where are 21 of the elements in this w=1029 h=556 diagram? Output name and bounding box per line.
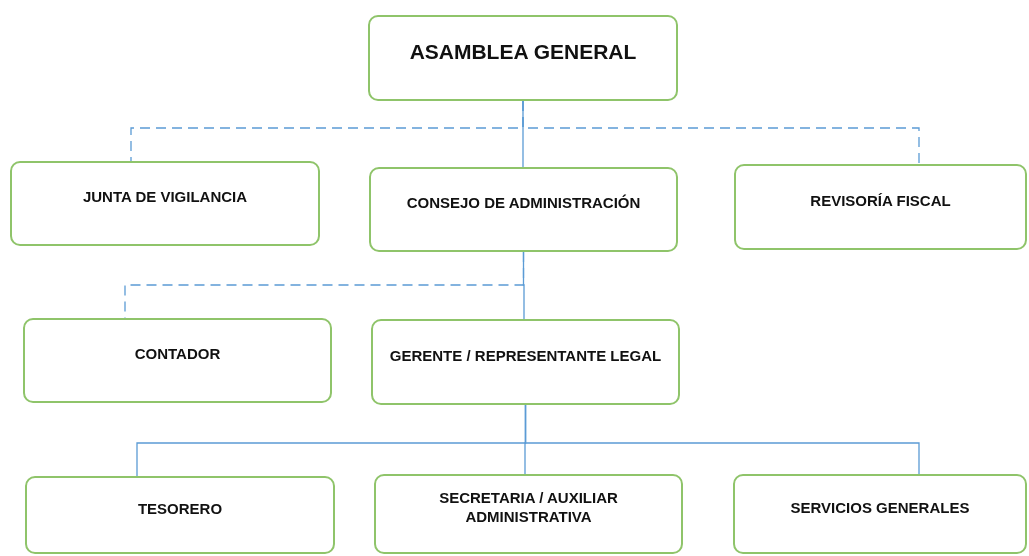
box-label: TESORERO: [137, 499, 223, 519]
org-box: [25, 476, 335, 554]
connector-line: [522, 100, 920, 165]
org-box: [374, 474, 683, 554]
box-label: JUNTA DE VIGILANCIA: [82, 188, 248, 207]
box-label: CONTADOR: [134, 345, 221, 364]
connector-line: [524, 404, 920, 475]
org-box: [369, 167, 678, 252]
box-label: GERENTE / REPRESENTANTE LEGAL: [389, 346, 662, 366]
org-box: [10, 161, 320, 246]
connector-line: [522, 251, 525, 320]
org-box: [368, 15, 678, 101]
org-box: [733, 474, 1027, 554]
box-label: SECRETARIA / AUXILIAR ADMINISTRATIVA: [438, 489, 619, 527]
box-label: ASAMBLEA GENERAL: [409, 38, 637, 65]
box-label: SERVICIOS GENERALES: [790, 498, 970, 518]
org-box: [734, 164, 1027, 250]
org-box: [371, 319, 680, 405]
box-label: REVISORÍA FISCAL: [810, 191, 951, 211]
box-label: CONSEJO DE ADMINISTRACIÓN: [406, 194, 641, 213]
org-box: [23, 318, 332, 403]
